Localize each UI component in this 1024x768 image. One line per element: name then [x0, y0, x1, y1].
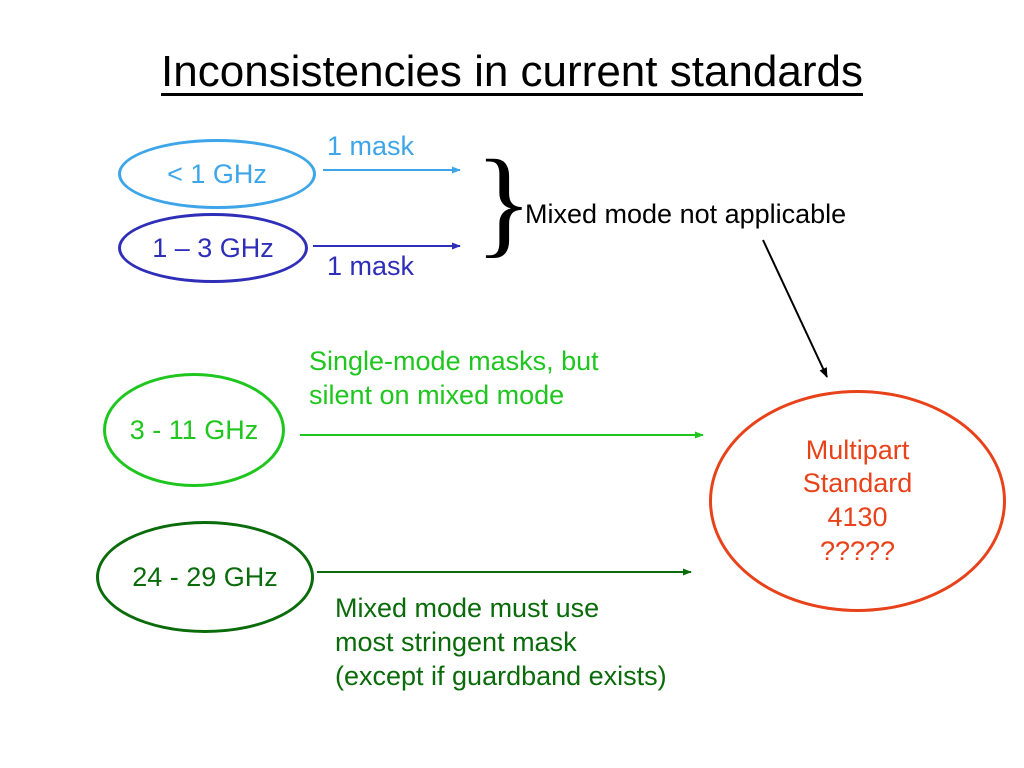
note-to-standard-arrow: [762, 239, 828, 378]
band-3-arrow-label: Single-mode masks, but silent on mixed m…: [309, 346, 599, 410]
page-title: Inconsistencies in current standards: [161, 47, 863, 96]
band-1-3-ghz-ellipse: 1 – 3 GHz: [118, 213, 308, 283]
band-1-arrow-label: 1 mask: [327, 131, 415, 161]
band-1-ghz-ellipse: < 1 GHz: [118, 139, 316, 209]
mixed-mode-note: Mixed mode not applicable: [525, 199, 847, 229]
band-4-arrow-label: Mixed mode must use most stringent mask …: [335, 593, 667, 691]
band-24-29-ghz-ellipse: 24 - 29 GHz: [96, 521, 314, 633]
band-24-29-ghz-label: 24 - 29 GHz: [132, 561, 278, 592]
band-3-11-ghz-ellipse: 3 - 11 GHz: [103, 373, 285, 487]
band-1-3-ghz-label: 1 – 3 GHz: [152, 232, 274, 263]
band-3-11-ghz-label: 3 - 11 GHz: [129, 414, 259, 445]
band-1-ghz-label: < 1 GHz: [167, 158, 267, 189]
multipart-standard-ellipse: Multipart Standard 4130 ?????: [709, 390, 1006, 612]
band-2-arrow-label: 1 mask: [327, 251, 415, 281]
multipart-standard-label: Multipart Standard 4130 ?????: [802, 434, 913, 566]
curly-brace: }: [475, 135, 533, 268]
